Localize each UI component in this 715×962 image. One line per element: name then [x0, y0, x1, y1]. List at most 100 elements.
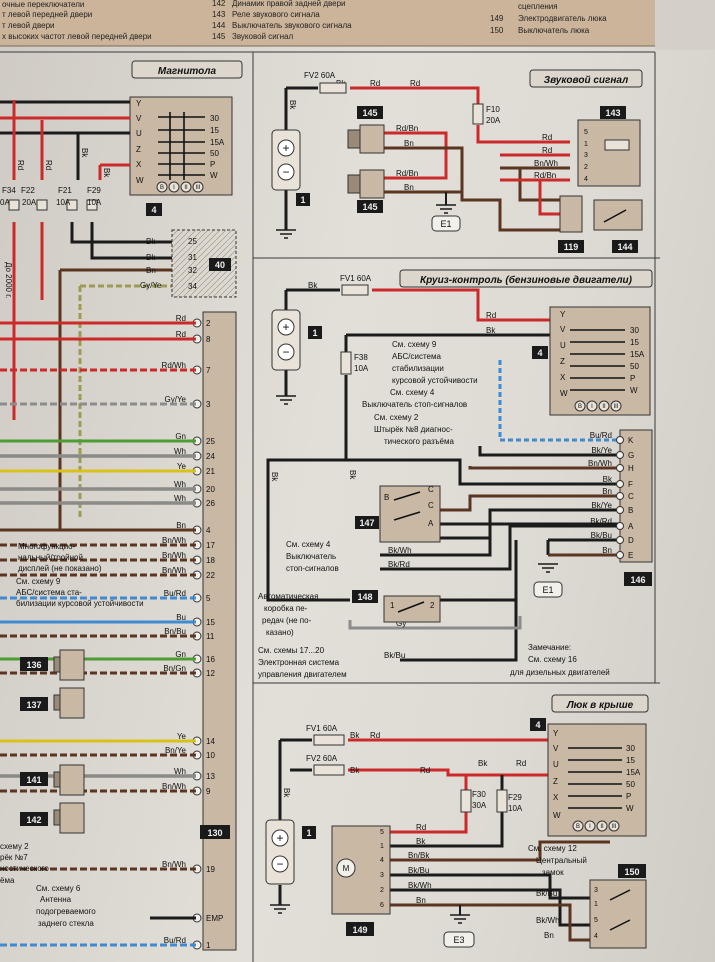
radio-wire-label-24: Wh [174, 447, 186, 456]
speaker-142-id: 142 [26, 815, 41, 825]
c40-wire-1: Bk [146, 253, 156, 262]
sr-wire-bk-v: Bk [282, 788, 291, 798]
cruise-sw-30: 30 [630, 326, 639, 335]
sr-right-wire-2: Bn [544, 931, 554, 940]
s147-pin-c1: C [428, 485, 434, 494]
relay-pin-1: 1 [584, 141, 588, 148]
switch-4-positions: B I II III [156, 181, 204, 193]
sunroof-wires [278, 738, 610, 942]
legend-mid-2-text: Выключатель звукового сигнала [232, 21, 352, 30]
sr-battery-minus: − [276, 857, 283, 871]
switch-4-pins: Y V U Z X W 30 15 15A 50 P W [136, 99, 225, 185]
cruise-module-id: 146 [630, 575, 645, 585]
horn-145-bottom: 145 [347, 169, 385, 213]
cruise-wire-label-C: Bn [602, 487, 612, 496]
cruise-wire-labels: Bk Rd Bk Bk Bk Gy Bk/Bu Bk/Wh Bk/Rd [270, 281, 496, 660]
radio-title-box [131, 60, 243, 79]
legend-right-2-text: Выключатель люка [518, 26, 590, 35]
radio-wire-label-18: Bn/Wh [162, 551, 186, 560]
cruise-module-pins: KBu/RdGBk/YeHBn/WhFBkCBnBBk/YeABk/RdDBk/… [588, 431, 634, 560]
cruise-sw-pos-1: I [591, 404, 593, 410]
horn-wire-rd-2: Rd [410, 79, 420, 88]
cruise-auto-0: Автоматическая [258, 592, 318, 601]
cruise-stopb-0: См. схему 4 [286, 540, 331, 549]
relay-pin-2: 2 [584, 164, 588, 171]
radio-pin-14: 14 [206, 737, 215, 746]
sr-sw-30: 30 [626, 744, 635, 753]
sw4-label-p: P [210, 160, 215, 169]
sr-sw-pin-y: Y [553, 729, 559, 738]
sr-sw-pos-1: I [589, 824, 591, 830]
radio-pin-21: 21 [206, 467, 215, 476]
cruise-sw-50: 50 [630, 362, 639, 371]
sw4-pin-z: Z [136, 145, 141, 154]
radio-pin-3: 3 [206, 400, 211, 409]
sr-lock-0: См. схему 12 [528, 844, 577, 853]
horn-battery-minus: − [282, 165, 289, 179]
sunroof-wire-labels: Rd Bk Rd Bk Rd Bk Bk Rd Bk Bn/Bk Bk/Bu B… [282, 731, 560, 940]
speaker-137-id: 137 [26, 700, 41, 710]
radio-pin-11: 11 [206, 632, 215, 641]
sunroof-battery: + − 1 [265, 819, 316, 914]
horn-fuse-f10-label: F10 [486, 105, 500, 114]
cruise-pin-dot-C [616, 492, 624, 500]
cruise-abs-0: См. схему 9 [392, 340, 437, 349]
cruise-diag-0: См. схему 2 [374, 413, 419, 422]
horn-wire-labels: Bk Rd Rd Bk Rd/Bn Bn Rd/Bn Bn Rd Rd Bn/W… [288, 79, 558, 192]
sr-right-wire-0: Bk/Bu [536, 889, 557, 898]
legend-mid-0-text: Динамик правой задней двери [232, 0, 346, 8]
horn-fuse-main: FV2 60A [304, 71, 347, 94]
sr-wire-bk-2: Bk [350, 766, 360, 775]
cruise-panel: Круиз-контроль (бензиновые двигатели) Bk [258, 269, 653, 679]
radio-wire-label-12: Bn/Gn [163, 664, 186, 673]
cruise-sw-pin-x: X [560, 373, 566, 382]
cruise-wire-bk-0: Bk [308, 281, 318, 290]
cruise-wire-rd: Rd [486, 311, 496, 320]
sr-motor-pin-6: 6 [380, 902, 384, 909]
radio-wire-label-21: Ye [177, 462, 187, 471]
sr-sw-15a: 15A [626, 768, 641, 777]
display-note-1: нальный/тройной [18, 553, 83, 562]
horn-wire-bn-1: Bn [404, 139, 414, 148]
connector-40-id: 40 [215, 260, 225, 270]
vw-label-2: Bk [80, 148, 89, 158]
sr-motor-m: M [343, 864, 350, 873]
horn-battery-ground [276, 229, 296, 239]
legend-mid-1-num: 143 [212, 10, 226, 19]
speaker-136: 136 [20, 649, 85, 681]
sr-motor-pin-1: 1 [380, 843, 384, 850]
fuse-f22-rating: 20A [22, 198, 37, 207]
sw4-pos-3: III [195, 185, 200, 191]
radio-fuses: F34 0A F22 20A F21 10A F29 10A [0, 186, 102, 211]
cruise-wire-label-G: Bk/Ye [591, 446, 612, 455]
cruise-gy-label: Gy [396, 619, 406, 628]
sr-switch-id: 4 [535, 720, 540, 730]
sr-motor-wire-3: Bk/Bu [408, 866, 429, 875]
sw4-pos-1: I [173, 185, 175, 191]
sr-wire-rd-2: Rd [420, 766, 430, 775]
antenna-note-1: Антенна [40, 895, 72, 904]
legend-mid-3-text: Звуковой сигнал [232, 32, 294, 41]
sr-right-wire-1: Bk/Wh [536, 916, 560, 925]
display-note-2: дисплей (не показано) [18, 564, 102, 573]
legend-mid-2-num: 144 [212, 21, 226, 30]
diag-note-1: рёк №7 [0, 853, 28, 862]
sr-motor-wire-5: Bn [416, 896, 426, 905]
c40-wire-2: Bn [146, 266, 156, 275]
horn-battery: + − 1 [271, 129, 310, 206]
fuse-f22: F22 20A [21, 186, 48, 211]
sunroof-ground-e3: E3 [443, 905, 475, 948]
radio-pin-19: 19 [206, 865, 215, 874]
sr-switch150-id: 150 [624, 867, 639, 877]
cruise-pin-C: C [628, 492, 634, 501]
fuse-f29-label: F29 [87, 186, 101, 195]
horn-switch-119-144: 119 144 [558, 195, 643, 253]
cruise-fuse-f38: F38 10A [340, 351, 369, 375]
cruise-wire-label-D: Bk/Bu [591, 531, 612, 540]
legend-mid-0-num: 142 [212, 0, 226, 8]
cruise-wire-label-H: Bn/Wh [588, 459, 612, 468]
radio-wire-label-4: Bn [176, 521, 186, 530]
sr-sw-pos-b: B [576, 824, 580, 830]
radio-pin-17: 17 [206, 541, 215, 550]
